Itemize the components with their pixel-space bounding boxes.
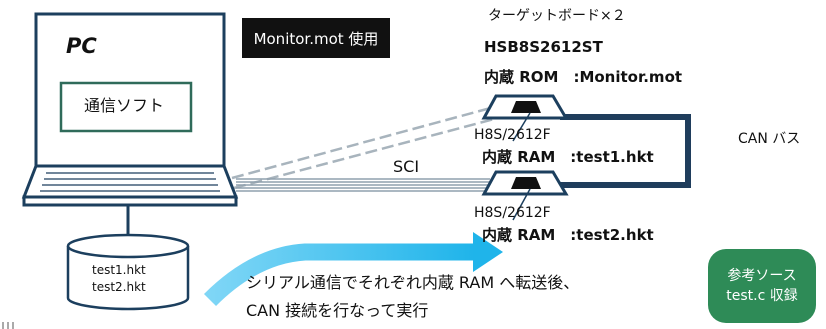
can-bus-line	[560, 114, 691, 188]
transfer-arrow	[203, 232, 503, 307]
rom-line: 内蔵 ROM :Monitor.mot	[484, 68, 683, 86]
pc-label: PC	[66, 34, 97, 58]
board2-cpu: H8S/2612F	[474, 205, 551, 221]
sci-link-board2	[236, 178, 490, 192]
caption-line1: シリアル通信でそれぞれ内蔵 RAM へ転送後、	[246, 273, 580, 292]
disk-file-2: test2.hkt	[92, 280, 146, 294]
board1-cpu: H8S/2612F	[474, 127, 551, 143]
software-label: 通信ソフト	[84, 96, 165, 115]
reference-line1: 参考ソース	[727, 267, 797, 284]
target-heading: ターゲットボード×２	[488, 8, 626, 24]
target-model: HSB8S2612ST	[484, 38, 603, 56]
pc-laptop	[21, 12, 239, 207]
caption-line2: CAN 接続を行なって実行	[246, 301, 429, 320]
reference-line2: test.c 収録	[726, 288, 798, 304]
sci-link-board1	[231, 104, 499, 190]
disk-file-1: test1.hkt	[92, 263, 146, 277]
can-label: CAN バス	[738, 131, 801, 147]
edge-marks	[2, 322, 14, 329]
board2-graphic	[481, 170, 569, 221]
monitor-box-label: Monitor.mot 使用	[253, 29, 379, 48]
sci-label: SCI	[393, 157, 420, 176]
board1-ram: 内蔵 RAM :test1.hkt	[482, 148, 654, 166]
board2-ram: 内蔵 RAM :test2.hkt	[482, 226, 654, 244]
board1-graphic	[481, 94, 569, 142]
monitor-box: Monitor.mot 使用	[242, 18, 390, 58]
reference-badge: 参考ソース test.c 収録	[708, 249, 816, 323]
disk-cylinder	[66, 233, 190, 311]
